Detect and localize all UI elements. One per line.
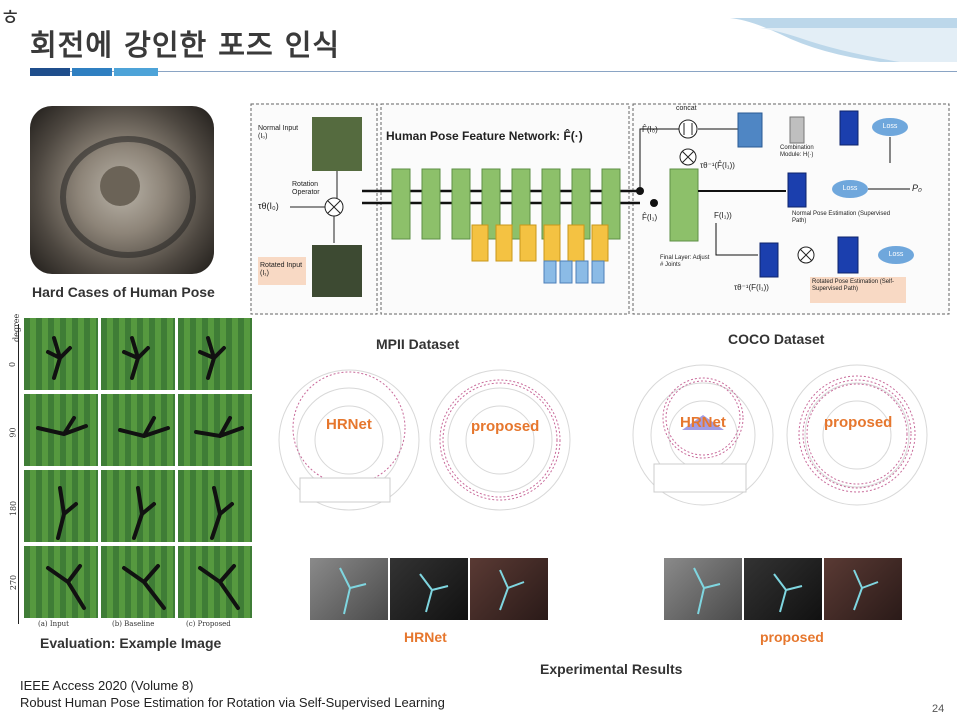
degree-tick-0: 0: [8, 361, 18, 368]
example-thumb: [178, 318, 252, 390]
rotated-input-label: Rotated Input (I₁): [260, 262, 303, 277]
rotation-operator-label: Rotation Operator: [292, 181, 320, 196]
degree-axis: degree 0 90 180 270: [8, 313, 22, 626]
bottom-hrnet-label: HRNet: [404, 629, 447, 645]
header-swoosh-decoration: [730, 18, 957, 62]
mpii-result-photo-2: [390, 558, 468, 620]
mpii-hrnet-label: HRNet: [326, 416, 372, 433]
f-i1-label: F(I₁)): [714, 211, 732, 220]
mpii-dataset-title: MPII Dataset: [376, 336, 460, 352]
bottom-proposed-label: proposed: [760, 629, 824, 645]
architecture-diagram: Normal Input (I₀) Rotation Operator τθ(I…: [250, 103, 950, 315]
tau-inv-f-label: τθ⁻¹(F(I₁)): [734, 283, 769, 292]
coco-result-photo-2: [744, 558, 822, 620]
concat-label: concat: [676, 105, 697, 112]
p0-label: P₀: [912, 183, 922, 193]
slide-title: 회전에 강인한 포즈 인식: [30, 28, 341, 62]
title-accent-bar-3: [114, 68, 158, 76]
paper-title-text: Robust Human Pose Estimation for Rotatio…: [20, 695, 445, 710]
network-title: Human Pose Feature Network: F̂(·): [386, 129, 583, 143]
loss-label-top: Loss: [882, 123, 898, 130]
column-label-input: (a) Input: [38, 620, 69, 628]
example-thumb: [24, 546, 98, 618]
mpii-proposed-label: proposed: [471, 418, 540, 435]
column-label-baseline: (b) Baseline: [112, 620, 155, 628]
coco-hrnet-label: HRNet: [680, 414, 726, 431]
coco-result-photo-3: [824, 558, 902, 620]
experimental-results-caption: Experimental Results: [540, 661, 683, 677]
coco-proposed-label: proposed: [824, 414, 893, 431]
corner-glyph: ㅎ: [0, 5, 21, 30]
example-thumb: [24, 318, 98, 390]
loss-label-bottom: Loss: [888, 251, 904, 258]
example-thumb: [178, 546, 252, 618]
degree-axis-label: degree: [12, 313, 21, 342]
rotated-pose-estimation-label: Rotated Pose Estimation (Self-Supervised…: [812, 279, 895, 292]
tau-label: τθ(I₀): [258, 201, 279, 211]
player-silhouettes: [36, 336, 244, 610]
example-image-grid: degree 0 90 180 270 (a) Input: [8, 313, 258, 628]
title-rule: [30, 71, 957, 72]
title-accent-bar-2: [72, 68, 112, 76]
evaluation-caption: Evaluation: Example Image: [40, 635, 222, 651]
column-label-proposed: (c) Proposed: [186, 620, 231, 628]
final-layer-label: Final Layer: Adjust # Joints: [660, 255, 710, 268]
polar-charts: [278, 364, 928, 511]
combination-module-label: Combination Module: H(·): [780, 145, 814, 158]
page-number: 24: [932, 703, 945, 715]
degree-tick-270: 270: [9, 574, 19, 591]
mpii-result-photo-3: [470, 558, 548, 620]
normal-input-label: Normal Input (I₀): [258, 125, 299, 140]
title-accent-bar-1: [30, 68, 70, 76]
example-thumb: [24, 394, 98, 466]
f-hat-i1-label: F̂(I₁): [642, 213, 658, 222]
degree-tick-180: 180: [9, 500, 19, 517]
fisheye-hard-case-photo: [30, 106, 214, 274]
hard-cases-caption: Hard Cases of Human Pose: [32, 284, 215, 300]
degree-tick-90: 90: [8, 427, 18, 438]
normal-pose-estimation-label: Normal Pose Estimation (Supervised Path): [792, 211, 891, 224]
f-hat-i0-label: F̂(I₀): [642, 125, 658, 134]
coco-dataset-title: COCO Dataset: [728, 331, 825, 347]
loss-label-middle: Loss: [842, 185, 858, 192]
skeleton-overlays: [339, 567, 879, 615]
venue-text: IEEE Access 2020 (Volume 8): [20, 678, 194, 693]
tau-inv-f-hat-label: τθ⁻¹(F̂(I₁)): [700, 161, 735, 170]
